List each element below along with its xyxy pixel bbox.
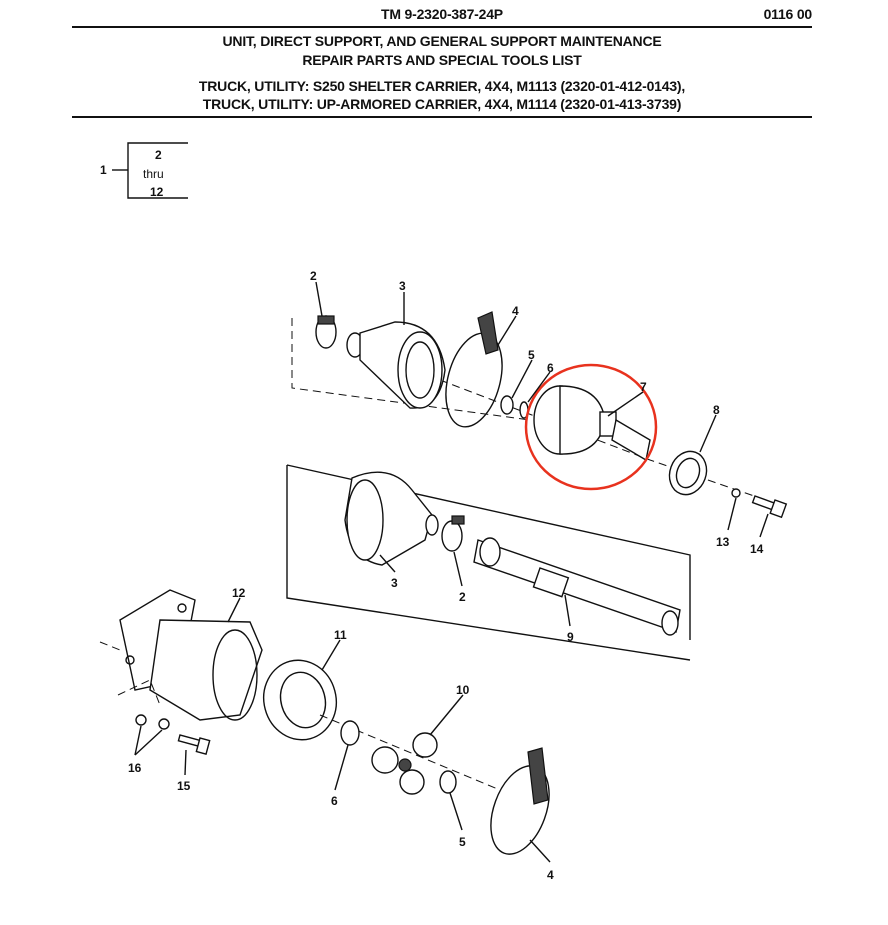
index-to: 12 bbox=[150, 185, 164, 199]
callout-6-lower: 6 bbox=[331, 794, 338, 808]
header-rule bbox=[72, 26, 812, 28]
index-item: 1 bbox=[100, 163, 107, 177]
page-number: 0116 00 bbox=[763, 6, 813, 22]
part-bolt-lower bbox=[177, 734, 211, 755]
part-housing bbox=[119, 589, 263, 721]
part-outer-cv-joint bbox=[533, 385, 651, 462]
vehicle-line-1: TRUCK, UTILITY: S250 SHELTER CARRIER, 4X… bbox=[198, 78, 686, 94]
callout-14: 14 bbox=[750, 542, 764, 556]
part-tripod bbox=[371, 732, 438, 795]
index-from: 2 bbox=[155, 148, 162, 162]
title-line-2: REPAIR PARTS AND SPECIAL TOOLS LIST bbox=[302, 52, 582, 68]
callout-3-middle: 3 bbox=[391, 576, 398, 590]
callout-9: 9 bbox=[567, 630, 574, 644]
callout-15: 15 bbox=[177, 779, 191, 793]
callout-5-lower: 5 bbox=[459, 835, 466, 849]
callout-16: 16 bbox=[128, 761, 142, 775]
part-axle-shaft bbox=[473, 537, 681, 636]
part-washer bbox=[500, 395, 514, 415]
part-band bbox=[445, 311, 503, 428]
callout-4: 4 bbox=[512, 304, 519, 318]
part-clamp bbox=[315, 315, 337, 349]
part-inner-joint-housing bbox=[263, 659, 337, 741]
vehicle-line-2: TRUCK, UTILITY: UP-ARMORED CARRIER, 4X4,… bbox=[202, 96, 682, 112]
callout-5: 5 bbox=[528, 348, 535, 362]
part-ring-lower bbox=[439, 770, 457, 794]
callout-8: 8 bbox=[713, 403, 720, 417]
part-clamp-middle bbox=[441, 515, 465, 552]
index-box: 1 2 thru 12 bbox=[100, 142, 188, 199]
part-boot-middle bbox=[344, 471, 439, 566]
title-rule bbox=[72, 116, 812, 118]
callout-2-middle: 2 bbox=[459, 590, 466, 604]
callout-11: 11 bbox=[334, 628, 347, 642]
callout-4-lower: 4 bbox=[547, 868, 554, 882]
part-bolt bbox=[751, 495, 788, 519]
part-band-lower bbox=[490, 747, 550, 855]
callout-10: 10 bbox=[456, 683, 470, 697]
callout-12: 12 bbox=[232, 586, 246, 600]
part-snap-ring bbox=[340, 720, 360, 746]
part-washer-1 bbox=[135, 714, 147, 726]
callout-13: 13 bbox=[716, 535, 730, 549]
title-line-1: UNIT, DIRECT SUPPORT, AND GENERAL SUPPOR… bbox=[222, 33, 662, 49]
part-lockwasher bbox=[731, 488, 741, 498]
highlight-circle bbox=[524, 363, 658, 491]
callout-6: 6 bbox=[547, 361, 554, 375]
callout-3: 3 bbox=[399, 279, 406, 293]
callout-7: 7 bbox=[640, 380, 647, 394]
callout-2: 2 bbox=[310, 269, 317, 283]
index-thru: thru bbox=[143, 167, 164, 181]
tm-number: TM 9-2320-387-24P bbox=[381, 6, 503, 22]
part-washer-2 bbox=[158, 718, 170, 730]
part-boot bbox=[346, 321, 446, 409]
part-seal bbox=[668, 450, 708, 496]
callouts: 2 3 4 5 6 7 8 13 14 3 2 9 12 11 10 16 15… bbox=[128, 269, 764, 882]
